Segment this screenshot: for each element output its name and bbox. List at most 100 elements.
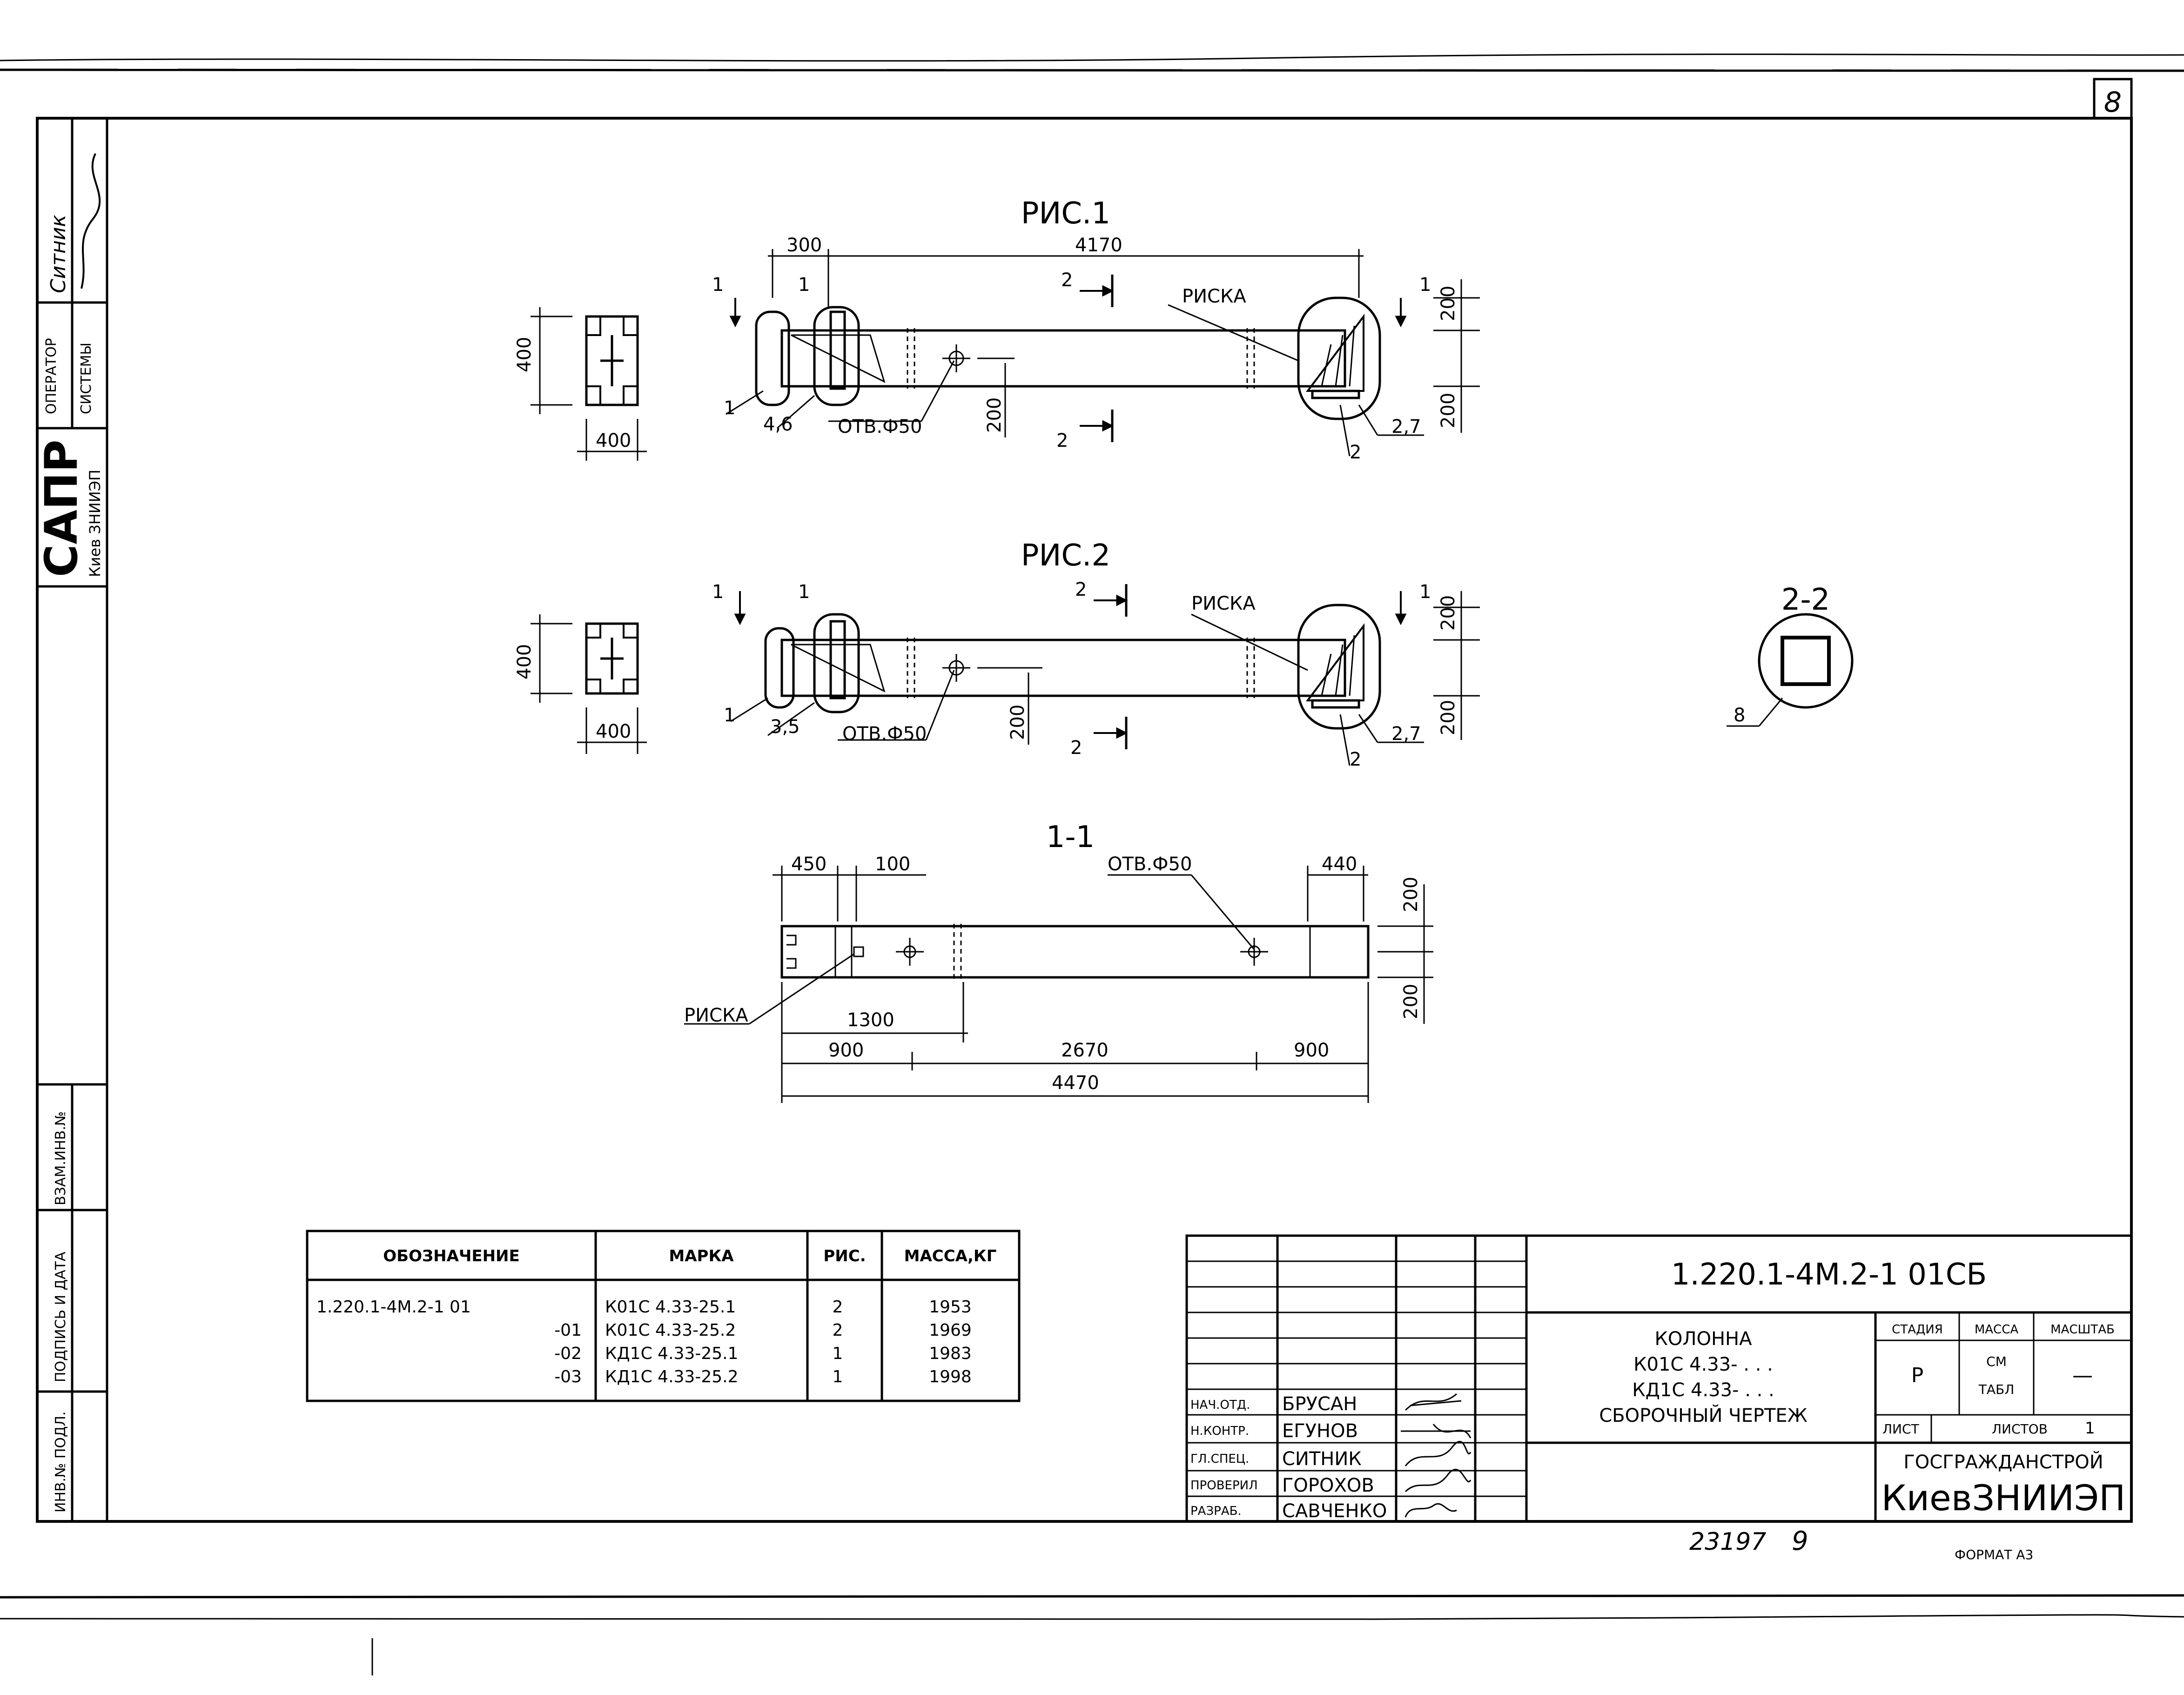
sec1-dim-2670: 2670 <box>1061 1040 1109 1061</box>
org-bottom: КиевЗНИИЭП <box>1882 1477 2126 1519</box>
ris2-end-view <box>531 614 647 754</box>
spec-row-mass: 1953 <box>929 1298 972 1317</box>
signer-role: ПРОВЕРИЛ <box>1190 1479 1258 1493</box>
stage-value: Р <box>1911 1364 1924 1387</box>
mass-value-1: СМ <box>1986 1354 2007 1369</box>
format-label: ФОРМАТ А3 <box>1955 1547 2033 1562</box>
ris1-pos-27: 2,7 <box>1391 416 1421 437</box>
ris1-dim-4170: 4170 <box>1075 235 1122 256</box>
ris2-pos-1c: 1 <box>1419 581 1431 603</box>
signer-role: НАЧ.ОТД. <box>1190 1398 1250 1412</box>
ris2-pos-27: 2,7 <box>1391 723 1421 745</box>
ris2-pos-2c: 2 <box>1350 749 1361 770</box>
ris1-pos-1c: 1 <box>1419 274 1431 296</box>
ris1-end-view <box>531 307 647 461</box>
ris2-pos-1a: 1 <box>712 581 724 603</box>
ris2-pos-35: 3,5 <box>770 716 800 738</box>
signer-name: БРУСАН <box>1282 1393 1357 1415</box>
sapr-label: САПР <box>35 440 87 577</box>
sec1-dim-900b: 900 <box>1294 1040 1329 1061</box>
footer-number: 23197 <box>1689 1528 1766 1556</box>
signer-name: ЕГУНОВ <box>1282 1420 1358 1442</box>
figure-ris1: РИС.1 400 400 <box>514 196 1480 463</box>
ris2-hole: ОТВ.Ф50 <box>842 723 927 745</box>
ris2-dim-200-c: 200 <box>1007 705 1028 740</box>
sec1-riska: РИСКА <box>684 1005 748 1026</box>
spec-row-fig: 2 <box>833 1298 843 1317</box>
doc-name-line-4: СБОРОЧНЫЙ ЧЕРТЕЖ <box>1599 1404 1808 1426</box>
scan-edges <box>0 54 2184 1675</box>
ris2-dims <box>730 584 1480 766</box>
section-1-1: 1-1 <box>684 820 1433 1103</box>
doc-name-line-2: К01С 4.33- . . . <box>1633 1354 1773 1375</box>
signer-name: ГОРОХОВ <box>1282 1475 1374 1496</box>
ris2-dim-200-a: 200 <box>1438 595 1459 631</box>
ris1-dim-300: 300 <box>786 235 822 256</box>
spec-row-designation: -01 <box>554 1321 582 1340</box>
spec-table: ОБОЗНАЧЕНИЕ МАРКА РИС. МАССА,КГ 1.220.1-… <box>306 1230 1021 1402</box>
spec-header-designation: ОБОЗНАЧЕНИЕ <box>383 1247 519 1265</box>
spec-header-mass: МАССА,КГ <box>904 1247 997 1265</box>
operator-name-handwritten: Ситник <box>47 215 70 293</box>
spec-row-mass: 1983 <box>929 1344 972 1363</box>
spec-row-designation: 1.220.1-4М.2-1 01 <box>316 1298 471 1317</box>
doc-name-line-3: КД1С 4.33- . . . <box>1632 1379 1774 1401</box>
ris1-riska: РИСКА <box>1182 286 1246 307</box>
sheets-value: 1 <box>2085 1419 2095 1438</box>
ris1-hole: ОТВ.Ф50 <box>838 416 922 437</box>
signer-name: СИТНИК <box>1282 1448 1362 1470</box>
signer-role: Н.КОНТР. <box>1190 1424 1249 1438</box>
sheet-frame <box>36 78 2133 1523</box>
sec1-dim-440: 440 <box>1322 854 1357 875</box>
spec-row-designation: -02 <box>554 1344 582 1363</box>
vzam-inv-label: ВЗАМ.ИНВ.№ <box>53 1111 69 1205</box>
sec1-dim-1300: 1300 <box>847 1009 894 1031</box>
spec-row-mass: 1998 <box>929 1367 972 1386</box>
inv-original-label: ИНВ.№ ПОДЛ. <box>53 1411 69 1513</box>
footer-page: 9 <box>1792 1526 1808 1556</box>
signatures <box>1401 1393 1472 1518</box>
sapr-org: Киев ЗНИИЭП <box>86 470 104 577</box>
ris1-dim-200-c: 200 <box>984 397 1005 433</box>
system-label: СИСТЕМЫ <box>78 343 94 414</box>
spec-row-mark: К01С 4.33-25.2 <box>605 1321 736 1340</box>
mass-value-2: ТАБЛ <box>1978 1382 2015 1397</box>
ris1-dims <box>726 249 1480 457</box>
ris2-pos-2b: 2 <box>1070 737 1082 759</box>
sec1-dim-450: 450 <box>791 854 827 875</box>
figure-ris2: РИС.2 400 400 <box>514 538 1480 770</box>
ris2-column <box>764 604 1381 730</box>
spec-row-mark: КД1С 4.33-25.2 <box>605 1367 738 1386</box>
stage-label: СТАДИЯ <box>1892 1323 1943 1337</box>
sec1-dim-200a: 200 <box>1400 877 1422 912</box>
ris1-dim-400-w: 400 <box>596 430 631 451</box>
mass-label: МАССА <box>1975 1323 2019 1337</box>
org-top: ГОСГРАЖДАНСТРОЙ <box>1903 1451 2103 1473</box>
ris1-dim-400-h: 400 <box>514 337 535 372</box>
signer-role: РАЗРАБ. <box>1190 1504 1242 1518</box>
ris1-dim-200-a: 200 <box>1438 286 1459 321</box>
side-stamp <box>37 117 107 1521</box>
ris2-riska: РИСКА <box>1191 593 1256 614</box>
signature-date-label: ПОДПИСЬ И ДАТА <box>53 1251 69 1382</box>
ris1-pos-2a: 2 <box>1061 269 1073 291</box>
section-2-2: 2-2 8 <box>1727 583 1854 727</box>
ris1-pos-1d: 1 <box>724 397 735 419</box>
ris2-dim-400-h: 400 <box>514 644 535 679</box>
ris1-pos-1a: 1 <box>712 274 724 296</box>
sec1-dim-900a: 900 <box>828 1040 864 1061</box>
scale-value: — <box>2072 1364 2093 1387</box>
ris2-pos-2a: 2 <box>1075 579 1087 600</box>
title-block: 1.220.1-4М.2-1 01СБ КОЛОННА К01С 4.33- .… <box>1185 1234 2133 1523</box>
ris1-pos-1b: 1 <box>798 274 810 296</box>
spec-row-fig: 1 <box>833 1344 843 1363</box>
section-2-2-pos-8: 8 <box>1734 705 1745 726</box>
ris2-title: РИС.2 <box>1021 538 1110 573</box>
spec-row-mark: К01С 4.33-25.1 <box>605 1298 736 1317</box>
scale-label: МАСШТАБ <box>2050 1323 2115 1337</box>
sheet-label: ЛИСТ <box>1882 1421 1920 1437</box>
section-2-2-title: 2-2 <box>1781 583 1830 617</box>
ris1-pos-46: 4,6 <box>763 414 793 435</box>
page-number: 8 <box>2104 86 2122 119</box>
